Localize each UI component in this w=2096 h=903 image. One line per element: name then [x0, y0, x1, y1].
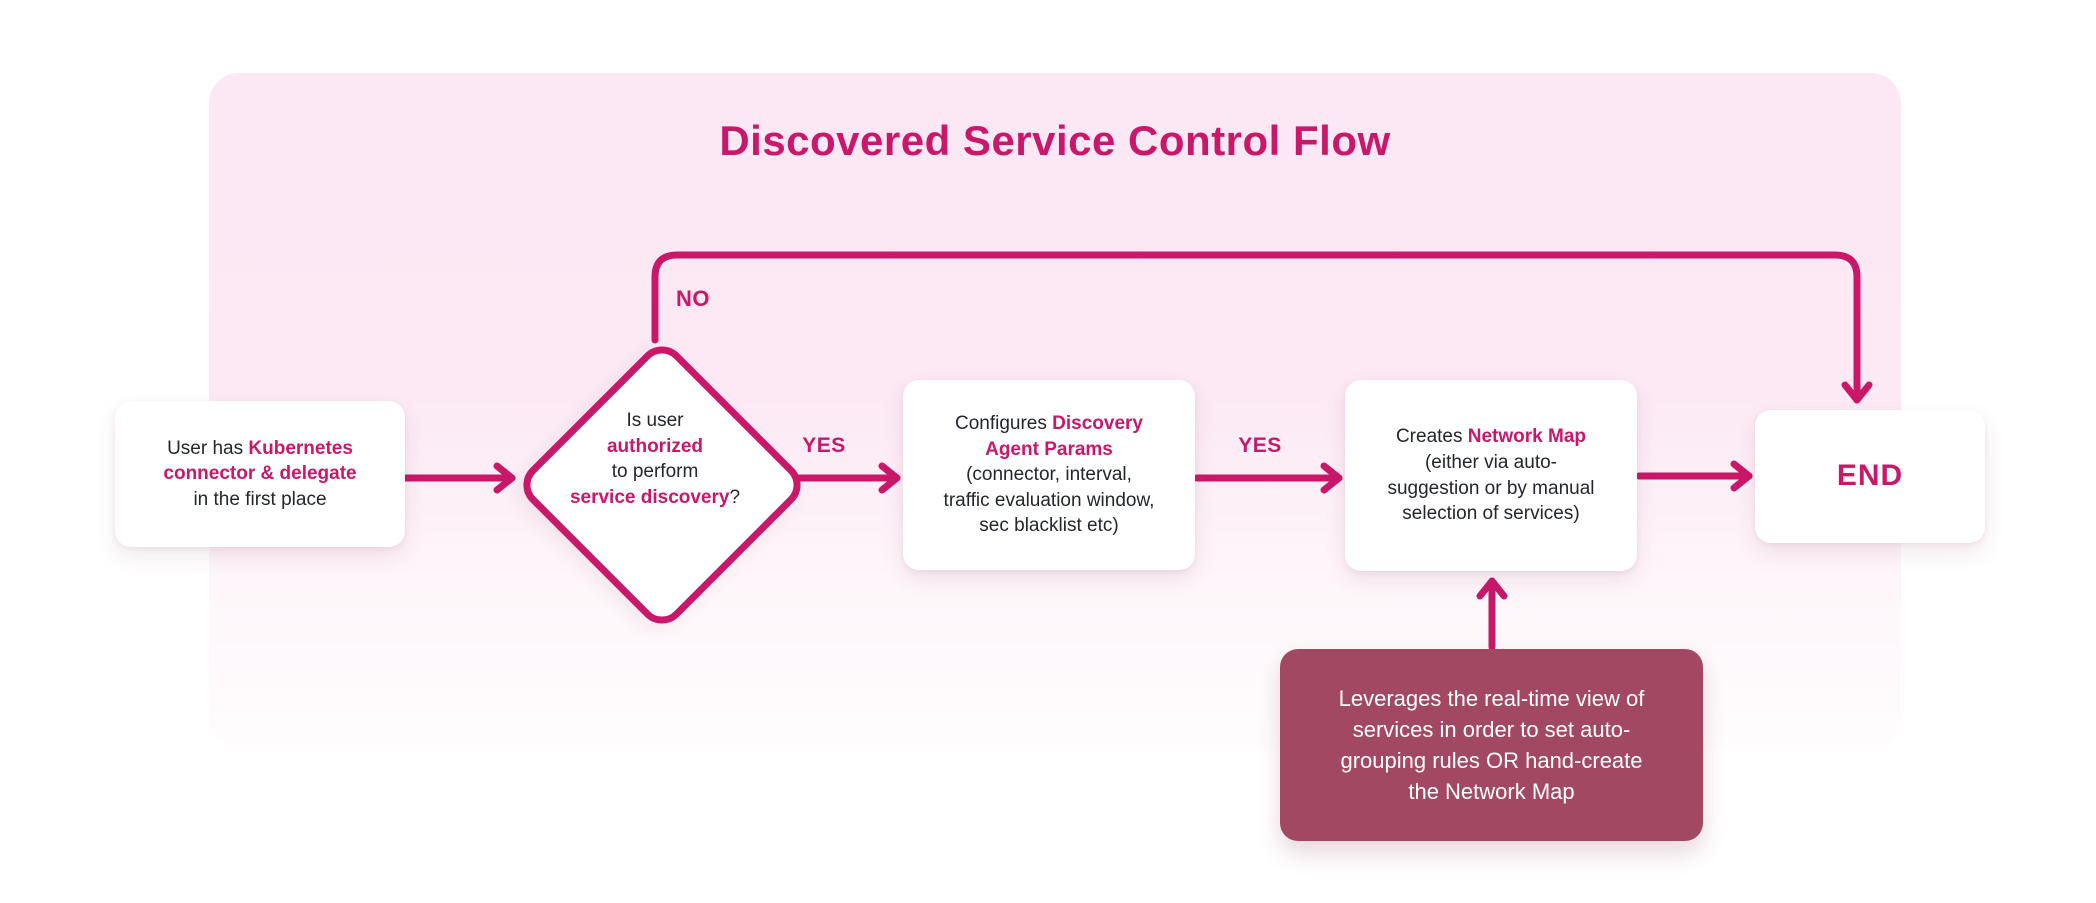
create-network-map-node-text: Creates Network Map(either via auto-sugg… — [1387, 426, 1595, 525]
yes-branch-label-1: YES — [802, 434, 846, 457]
end-node: END — [1755, 410, 1985, 543]
diagram-title: Discovered Service Control Flow — [719, 117, 1391, 164]
create-network-map-node: Creates Network Map(either via auto-sugg… — [1345, 380, 1637, 571]
yes-branch-label-2: YES — [1238, 434, 1282, 457]
no-branch-label: NO — [676, 286, 710, 311]
